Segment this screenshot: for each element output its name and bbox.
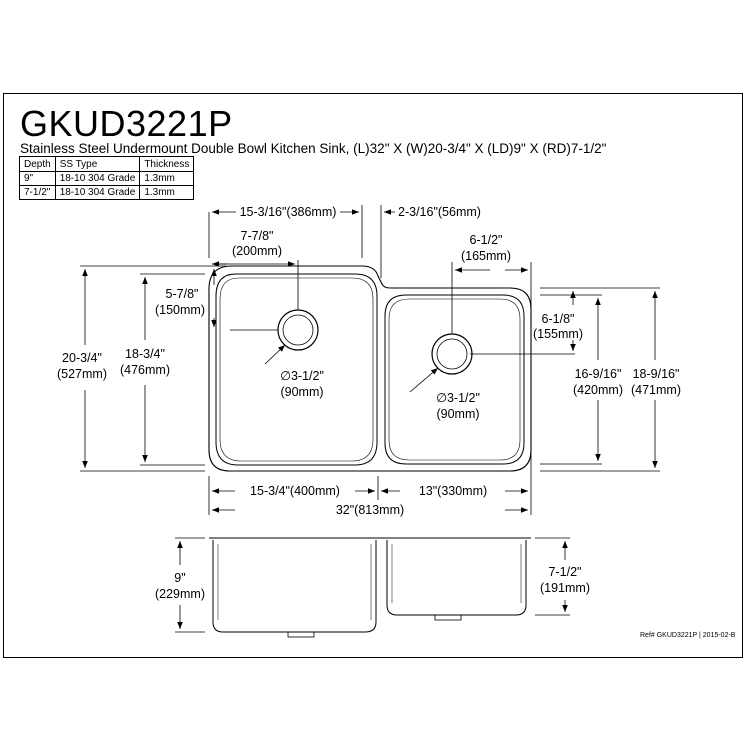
dim-label-left-depth: 9" [174,571,185,585]
dim-label-right-depth: 7-1/2" [549,565,582,579]
dim-label-left-depth-mm: (229mm) [155,587,205,601]
right-bowl-inner-line [388,298,521,461]
dim-label-right-outer-length-mm: (471mm) [631,383,681,397]
side-left-drain [287,631,315,638]
dim-label-right-bowl-length-mm: (420mm) [573,383,623,397]
drain-leader-line [264,344,286,365]
product-description: Stainless Steel Undermount Double Bowl K… [20,141,607,156]
dim-label-left-bowl-width: 15-3/4"(400mm) [250,484,340,498]
dim-label-right-drain-y: 6-1/8" [542,312,575,326]
dim-label-top-left-width: 15-3/16"(386mm) [240,205,337,219]
dim-label-overall-width-mm: (527mm) [57,367,107,381]
side-right-bowl [386,540,527,616]
side-left-bowl [212,540,377,633]
dim-label-right-drain-diameter-mm: (90mm) [436,407,479,421]
drawing-sheet-border [3,93,743,658]
sink-side-view [209,537,531,638]
dim-label-left-drain-y-mm: (150mm) [155,303,205,317]
right-drain-inner [436,338,468,370]
sink-outer-rim [208,265,532,472]
dim-label-left-drain-x-mm: (200mm) [232,244,282,258]
dim-label-left-drain-diameter: ∅3-1/2" [280,369,324,383]
dimension-labels: 15-3/16"(386mm) 2-3/16"(56mm) 7-7/8" (20… [57,205,681,601]
dim-label-right-depth-mm: (191mm) [540,581,590,595]
dim-label-right-bowl-length: 16-9/16" [575,367,622,381]
reference-code: Ref# GKUD3221P | 2015-02-B [640,632,736,639]
dim-label-right-drain-x-mm: (165mm) [461,249,511,263]
dim-label-right-drain-y-mm: (155mm) [533,327,583,341]
dimension-lines [80,205,660,515]
spec-cell-ss-type: 18-10 304 Grade [54,185,141,200]
side-dimension-lines [175,537,570,633]
spec-table-row: 7-1/2" 18-10 304 Grade 1.3mm [19,185,195,200]
dim-label-overall-width: 20-3/4" [62,351,102,365]
dim-label-left-drain-y: 5-7/8" [166,287,199,301]
sink-top-view [208,265,532,472]
left-drain-inner [282,314,314,346]
dim-label-left-drain-x: 7-7/8" [241,229,274,243]
dim-label-right-bowl-width: 13"(330mm) [419,484,487,498]
dim-label-right-drain-x: 6-1/2" [470,233,503,247]
left-bowl-inner-line [219,277,374,462]
spec-table: Depth SS Type Thickness 9" 18-10 304 Gra… [19,156,195,200]
spec-table-row: 9" 18-10 304 Grade 1.3mm [19,171,195,186]
left-drain-outer [277,309,319,351]
spec-cell-thickness: 1.3mm [139,185,195,200]
dim-label-left-bowl-length: 18-3/4" [125,347,165,361]
dim-label-left-drain-diameter-mm: (90mm) [280,385,323,399]
left-bowl-outline [215,273,378,466]
model-number-title: GKUD3221P [20,103,233,144]
drain-leader-line [409,367,439,393]
right-bowl-outline [384,294,525,465]
dim-label-left-bowl-length-mm: (476mm) [120,363,170,377]
dim-label-right-drain-diameter: ∅3-1/2" [436,391,480,405]
dim-label-right-outer-length: 18-9/16" [633,367,680,381]
side-right-drain [434,614,462,621]
dim-label-overall-length: 32"(813mm) [336,503,404,517]
dim-label-top-offset: 2-3/16"(56mm) [398,205,481,219]
